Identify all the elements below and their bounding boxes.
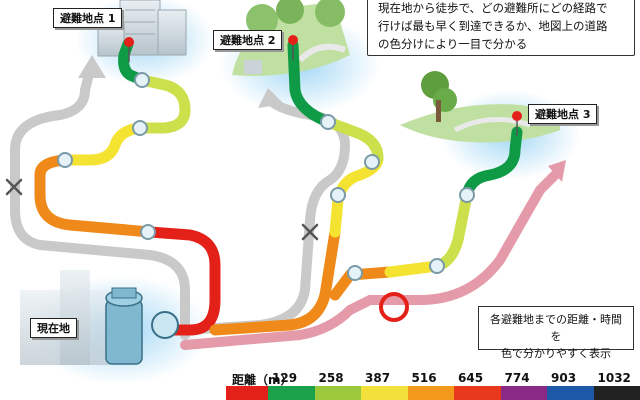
gray-arrow-2 — [258, 88, 284, 108]
shelter-3-label: 避難地点 3 — [528, 104, 598, 124]
description-line: 行けば最も早く到達できるか、地図上の道路 — [378, 19, 608, 33]
waypoint-node — [429, 258, 445, 274]
waypoint-node — [132, 120, 148, 136]
distance-scale-segment — [547, 386, 595, 400]
gray-arrow-1 — [78, 55, 106, 78]
legend-note-line: 各避難地までの距離・時間を — [490, 313, 622, 343]
hazard-ring — [379, 292, 409, 322]
pink-route — [180, 170, 560, 350]
pink-arrow — [548, 160, 566, 182]
shelter-2-label: 避難地点 2 — [213, 30, 283, 50]
waypoint-node — [134, 72, 150, 88]
distance-scale-tick: 1032 — [597, 371, 631, 385]
distance-scale-tick: 258 — [318, 371, 344, 385]
shelter-pin-icon — [512, 111, 522, 136]
waypoint-node — [57, 152, 73, 168]
distance-scale-segment — [361, 386, 409, 400]
waypoint-node — [459, 187, 475, 203]
waypoint-node — [320, 114, 336, 130]
gray-route-left — [10, 65, 190, 340]
distance-scale-segment — [454, 386, 502, 400]
waypoint-node — [364, 154, 380, 170]
description-line: 現在地から徒歩で、どの避難所にどの経路で — [378, 1, 608, 15]
distance-scale-segment — [500, 386, 548, 400]
distance-scale-tick: 903 — [551, 371, 577, 385]
distance-scale-segment — [314, 386, 362, 400]
legend-note: 各避難地までの距離・時間を 色で分かりやすく表示 — [478, 306, 634, 360]
legend-note-line: 色で分かりやすく表示 — [501, 347, 611, 360]
distance-scale-tick: 645 — [458, 371, 484, 385]
distance-scale-tick: 387 — [365, 371, 391, 385]
shelter-pin-icon — [124, 37, 134, 62]
distance-scale-segment — [593, 386, 640, 400]
distance-scale-segment — [407, 386, 455, 400]
distance-scale-segment — [268, 386, 316, 400]
description-line: の色分けにより一目で分かる — [378, 37, 528, 51]
shelter-1-label: 避難地点 1 — [53, 8, 123, 28]
shelter-pin-icon — [288, 35, 298, 60]
distance-scale-tick: 129 — [272, 371, 298, 385]
route-to-shelter-1 — [34, 38, 221, 336]
distance-scale-tick: 774 — [504, 371, 530, 385]
waypoint-node — [347, 265, 363, 281]
distance-scale: 距離（m） 129 258 387 516 645 774 903 1032 — [226, 370, 640, 400]
distance-scale-labels: 距離（m） 129 258 387 516 645 774 903 1032 — [226, 370, 640, 387]
blocked-route-mark — [301, 223, 319, 241]
shelter-1-buildings — [97, 0, 187, 57]
current-location-node — [151, 311, 179, 339]
waypoint-node — [330, 187, 346, 203]
waypoint-node — [140, 224, 156, 240]
distance-scale-tick: 516 — [411, 371, 437, 385]
distance-scale-title: 距離（m） — [232, 373, 293, 387]
description-box: 現在地から徒歩で、どの避難所にどの経路で 行けば最も早く到達できるか、地図上の道… — [367, 0, 635, 56]
distance-scale-start — [226, 386, 268, 400]
waypoint-nodes — [57, 72, 475, 281]
current-location-label: 現在地 — [30, 318, 77, 338]
blocked-route-mark — [5, 178, 23, 196]
